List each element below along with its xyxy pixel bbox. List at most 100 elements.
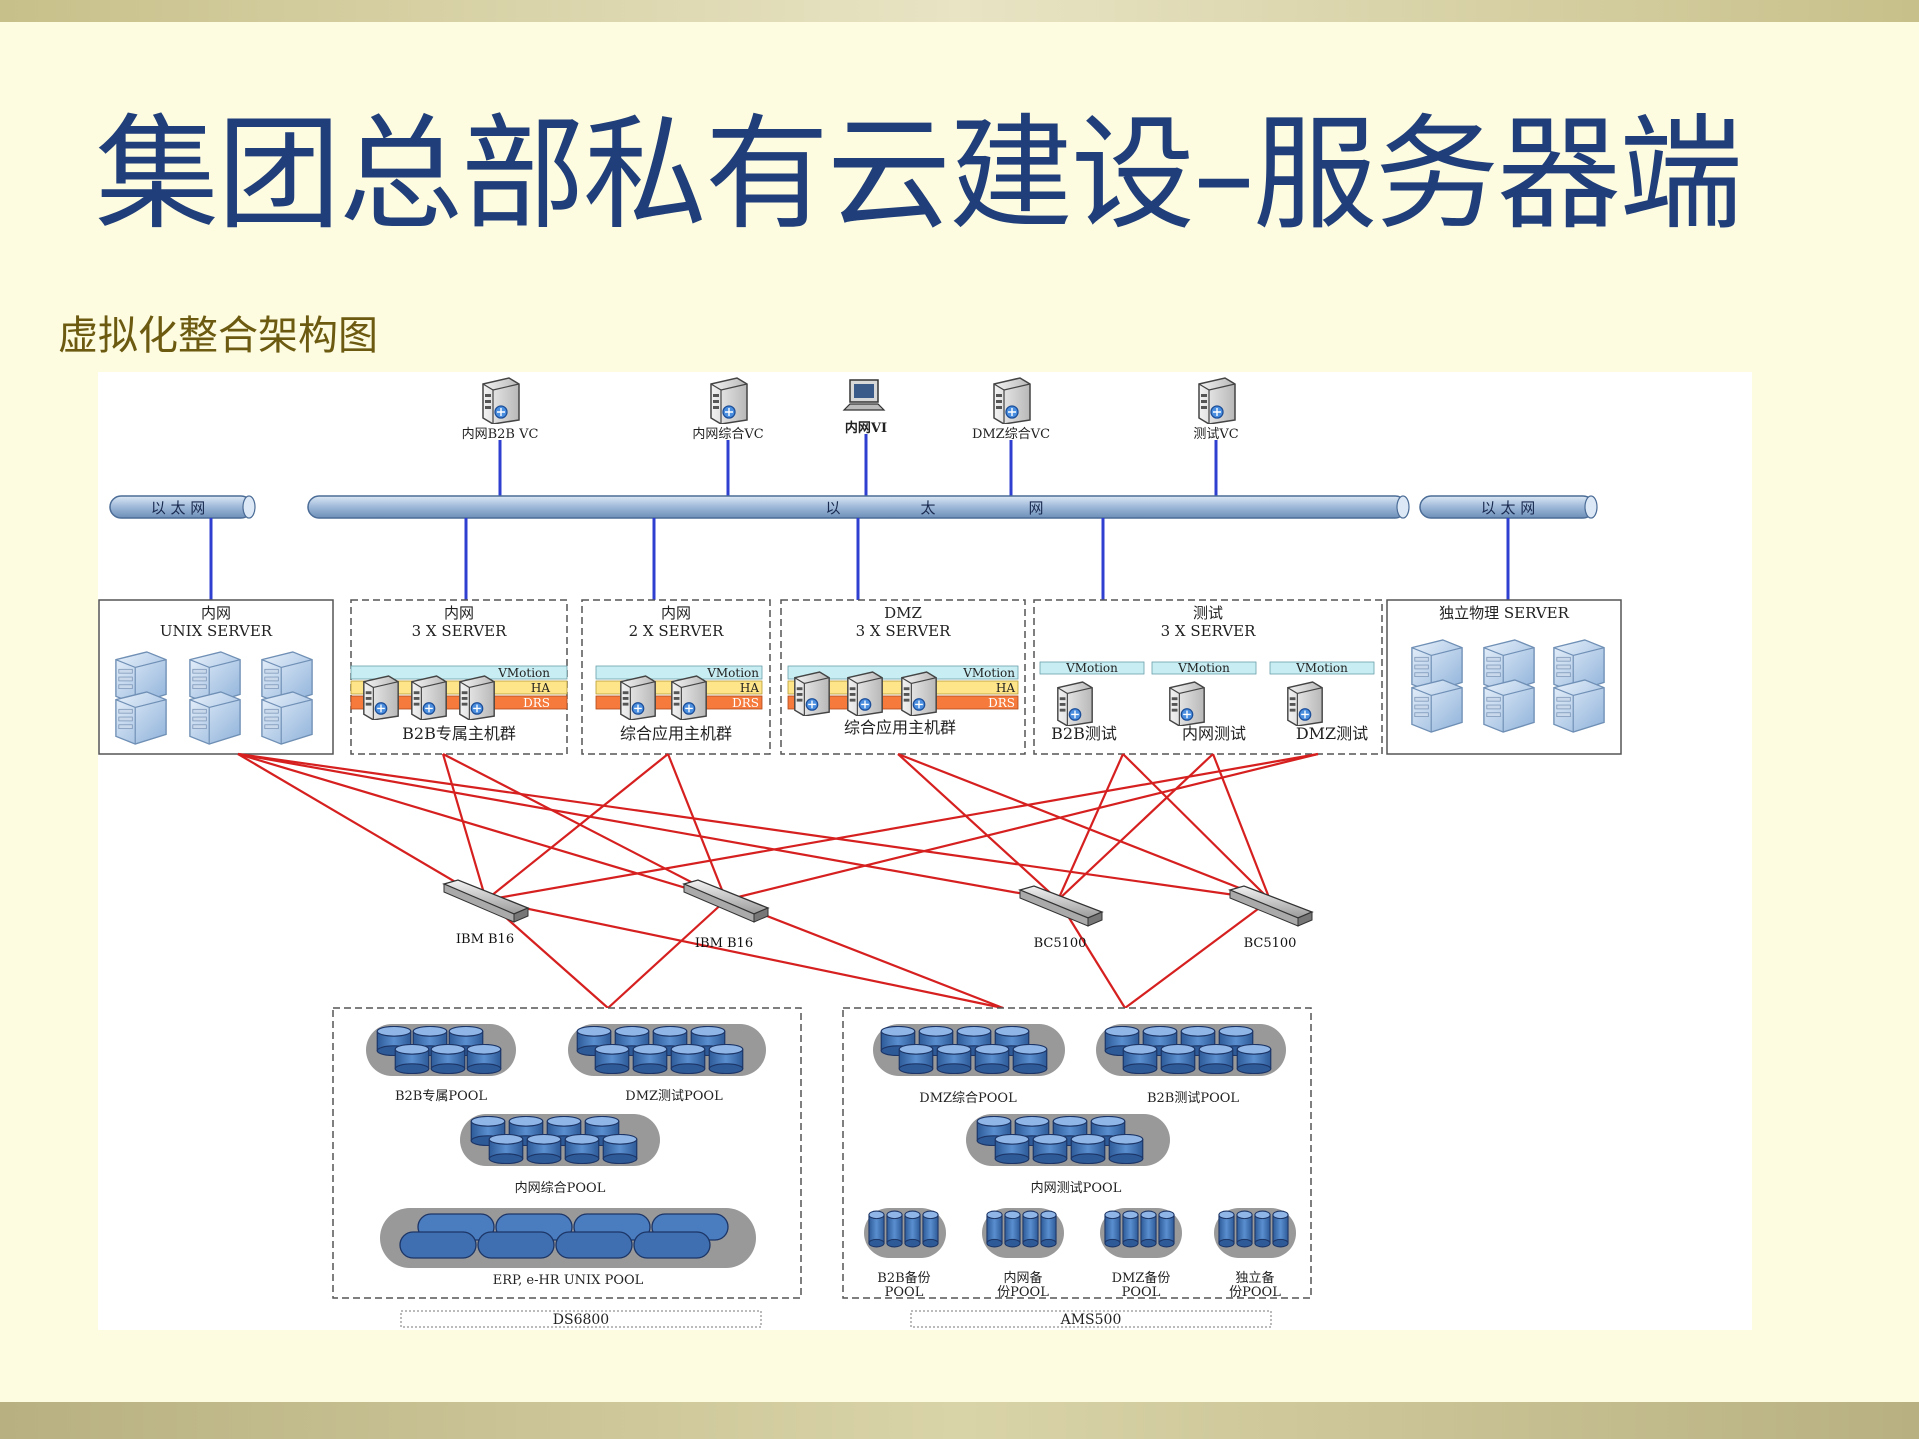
disk-icon — [994, 1134, 1030, 1164]
vc-label: 测试VC — [1193, 427, 1238, 442]
disk-icon — [1158, 1210, 1175, 1248]
disk-icon — [1254, 1210, 1271, 1248]
pool-label: POOL — [885, 1285, 924, 1300]
vc-label: 内网综合VC — [692, 426, 763, 442]
disk-icon — [632, 1044, 668, 1074]
disk-icon — [1040, 1210, 1057, 1248]
cluster-label: 综合应用主机群 — [844, 718, 956, 737]
group-title: 内网 — [201, 604, 231, 622]
server-icon — [482, 377, 520, 424]
server-icon — [411, 675, 447, 720]
disk-icon — [670, 1044, 706, 1074]
server-icon — [671, 675, 707, 720]
pool-dmz-general: DMZ综合POOL — [873, 1024, 1065, 1106]
ethernet-backbone: 以 太 网 以 太 网 以 太 网 — [109, 495, 1598, 600]
server-icon — [459, 675, 495, 720]
ha-label: HA — [531, 681, 550, 695]
bottom-decor-bar — [0, 1402, 1919, 1439]
disk-icon — [986, 1210, 1003, 1248]
vc-label: 内网B2B VC — [462, 426, 539, 442]
server-icon — [794, 671, 830, 716]
disk-icon — [1236, 1044, 1272, 1074]
ethernet-label: 以 太 网 — [1481, 499, 1536, 517]
disk-icon — [868, 1210, 885, 1248]
disk-icon — [488, 1134, 524, 1164]
server-icon — [1057, 681, 1093, 726]
ha-label: HA — [740, 681, 759, 695]
group-subtitle: 2 X SERVER — [629, 622, 725, 640]
disk-icon — [1004, 1210, 1021, 1248]
disk-icon — [1218, 1210, 1235, 1248]
ethernet-pipe-left: 以 太 网 — [109, 495, 256, 519]
storage-array-label: AMS500 — [1060, 1312, 1122, 1328]
page-subtitle: 虚拟化整合架构图 — [58, 313, 378, 359]
switch-ibm-b16-1: IBM B16 — [442, 879, 530, 947]
pool-intranet-test: 内网测试POOL — [966, 1114, 1170, 1196]
host-label: 内网测试 — [1182, 724, 1246, 743]
ha-label: HA — [996, 681, 1015, 695]
vc-dmz: DMZ综合VC — [972, 377, 1050, 500]
server-group-unix: 内网 UNIX SERVER — [98, 599, 334, 755]
switch-label: IBM B16 — [695, 936, 753, 951]
backup-pool-intranet: 内网备 份POOL — [982, 1208, 1064, 1300]
group-title: 独立物理 SERVER — [1439, 604, 1570, 622]
rack-server-icons — [115, 651, 313, 745]
switch-label: BC5100 — [1244, 936, 1297, 951]
disk-icon — [1198, 1044, 1234, 1074]
disk-icon — [430, 1044, 466, 1074]
architecture-diagram: 内网B2B VC 内网综合VC 内网VI DMZ综合VC 测试VC — [98, 372, 1752, 1330]
drs-label: DRS — [523, 696, 550, 710]
pool-label: DMZ测试POOL — [625, 1089, 723, 1104]
pool-label: 内网测试POOL — [1031, 1180, 1122, 1196]
rack-server-icons — [1411, 639, 1605, 733]
pool-label: DMZ综合POOL — [919, 1091, 1017, 1106]
disk-icon — [1108, 1134, 1144, 1164]
ethernet-label: 网 — [1028, 499, 1043, 517]
disk-icon — [974, 1044, 1010, 1074]
disk-icon — [1140, 1210, 1157, 1248]
workstation-icon — [842, 379, 886, 411]
vc-label: 内网VI — [845, 420, 887, 436]
host-label: B2B测试 — [1051, 724, 1117, 743]
disk-icon — [466, 1044, 502, 1074]
disk-icon — [1236, 1210, 1253, 1248]
vc-intranet-vi: 内网VI — [842, 379, 887, 500]
disk-icon — [1272, 1210, 1289, 1248]
pool-b2b-test: B2B测试POOL — [1096, 1024, 1286, 1106]
backup-pool-dmz: DMZ备份 POOL — [1100, 1208, 1182, 1300]
pool-erp-unix: ERP, e-HR UNIX POOL — [380, 1208, 756, 1288]
ethernet-pipe-center: 以 太 网 — [307, 495, 1410, 519]
vmotion-label: VMotion — [1295, 661, 1348, 675]
ethernet-pipe-right: 以 太 网 — [1419, 495, 1598, 519]
server-icon — [1287, 681, 1323, 726]
vc-intranet-general: 内网综合VC — [692, 377, 764, 500]
page-title: 集团总部私有云建设–服务器端 — [95, 103, 1743, 247]
group-subtitle: 3 X SERVER — [412, 622, 508, 640]
pool-label: ERP, e-HR UNIX POOL — [493, 1273, 644, 1288]
pool-b2b: B2B专属POOL — [366, 1024, 516, 1104]
vcenter-servers: 内网B2B VC 内网综合VC 内网VI DMZ综合VC 测试VC — [462, 377, 1239, 500]
drs-label: DRS — [988, 696, 1015, 710]
group-subtitle: 3 X SERVER — [856, 622, 952, 640]
vmotion-label: VMotion — [1177, 661, 1230, 675]
server-groups: 内网 UNIX SERVER 内网 3 X SERVER VMotion HA … — [98, 599, 1622, 755]
server-icon — [1169, 681, 1205, 726]
vc-label: DMZ综合VC — [972, 427, 1050, 442]
san-links — [237, 752, 1319, 1010]
pool-label: DMZ备份 — [1112, 1270, 1171, 1286]
vc-test: 测试VC — [1193, 377, 1239, 500]
group-subtitle: UNIX SERVER — [160, 622, 273, 640]
disk-icon — [1012, 1044, 1048, 1074]
storage-ds6800: B2B专属POOL DMZ测试POOL 内网综合POOL — [332, 1007, 802, 1328]
disk-icon — [922, 1210, 939, 1248]
disk-icon — [1070, 1134, 1106, 1164]
backup-pool-standalone: 独立备 份POOL — [1214, 1208, 1296, 1300]
host-label: DMZ测试 — [1296, 724, 1368, 743]
server-icon — [363, 675, 399, 720]
pool-label: B2B测试POOL — [1147, 1091, 1239, 1106]
disk-icon — [1032, 1134, 1068, 1164]
switch-label: IBM B16 — [456, 932, 514, 947]
backup-pool-b2b: B2B备份 POOL — [864, 1208, 946, 1300]
group-title: 测试 — [1193, 604, 1223, 622]
disk-icon — [594, 1044, 630, 1074]
